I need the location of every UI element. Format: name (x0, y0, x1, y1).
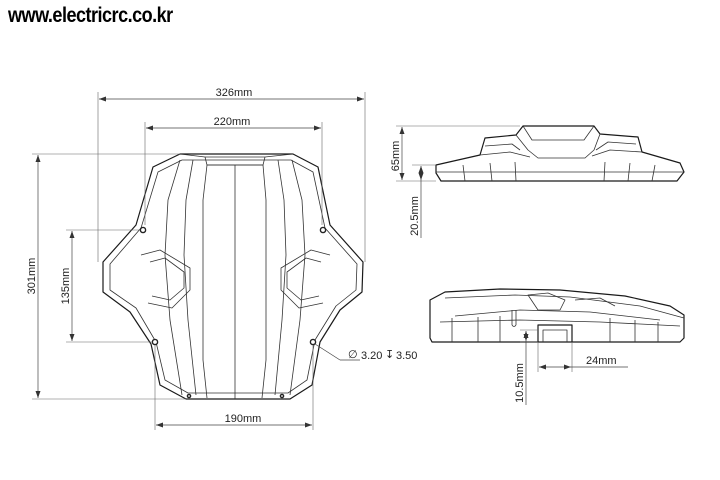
bottom-hole-left (186, 393, 192, 399)
hole-diameter-value: 3.20 (361, 350, 382, 362)
dim-label-220: 220mm (214, 116, 251, 128)
front-inner-outline (109, 159, 358, 394)
dim-label-135: 135mm (60, 268, 72, 305)
dim-label-301: 301mm (26, 258, 38, 295)
side-outline (435, 125, 685, 182)
mount-hole-top-right (319, 226, 327, 234)
rear-left-post (511, 310, 517, 327)
diameter-symbol: ∅ (348, 349, 358, 361)
rear-center-block (527, 292, 616, 311)
rear-slot (537, 324, 573, 342)
front-right-chevron (280, 249, 331, 309)
dim-bottom-width: 190mm (154, 345, 314, 430)
dim-label-24: 24mm (586, 355, 617, 367)
side-hump (515, 125, 601, 159)
depth-symbol: ↧ (385, 349, 394, 361)
dim-overall-width: 326mm (97, 87, 366, 262)
hole-callout: ∅ 3.20 ↧ 3.50 (314, 343, 417, 362)
mount-hole-top-left (139, 226, 147, 234)
rear-slot-inner (542, 329, 568, 342)
dim-label-10-5: 10.5mm (514, 363, 526, 403)
side-right-tab (591, 141, 643, 157)
mount-hole-bottom-left (151, 338, 159, 346)
mount-hole-bottom-right (309, 338, 317, 346)
side-view (435, 125, 685, 182)
rear-outline (429, 288, 685, 343)
front-left-rib-mid (183, 159, 197, 396)
dim-label-65: 65mm (390, 141, 402, 172)
dim-side-height: 65mm (390, 125, 520, 182)
dim-overall-height: 301mm (26, 153, 186, 400)
front-right-rib-mid (274, 159, 287, 396)
watermark-logo: www.electricrc.co.kr (8, 4, 173, 27)
dim-upper-width: 220mm (144, 116, 323, 225)
rear-view (429, 288, 685, 343)
dim-side-base: 20.5mm (409, 164, 436, 238)
dim-label-326: 326mm (216, 87, 253, 99)
rear-inner-lines (439, 309, 681, 327)
side-ribs (462, 161, 656, 182)
dim-label-190: 190mm (225, 413, 262, 425)
front-central-window (202, 164, 267, 399)
dim-slot-width: 24mm (537, 342, 628, 372)
rear-top-edge (444, 294, 685, 319)
dim-label-20-5: 20.5mm (409, 196, 421, 236)
dim-slot-height: 10.5mm (514, 329, 538, 405)
front-outline (102, 153, 364, 400)
front-top-ridge (179, 153, 294, 166)
front-view (102, 153, 364, 400)
rear-ribs (451, 316, 659, 342)
dim-hole-spacing: 135mm (60, 229, 152, 343)
side-left-tab (479, 143, 531, 158)
front-left-rib-outer (164, 159, 183, 396)
front-right-rib-outer (289, 159, 306, 396)
front-left-chevron (140, 249, 191, 309)
hole-depth-value: 3.50 (396, 350, 417, 362)
bottom-hole-right (279, 393, 285, 399)
